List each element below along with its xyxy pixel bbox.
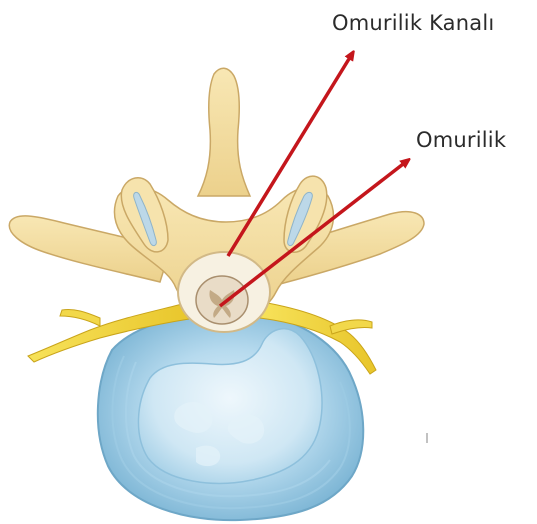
nerve-root-right-branch	[330, 320, 372, 334]
spinous-process	[198, 68, 250, 196]
label-spinal-cord: Omurilik	[416, 130, 506, 151]
label-spinal-canal: Omurilik Kanalı	[332, 13, 494, 34]
spinal-canal	[178, 252, 270, 332]
intervertebral-disc	[98, 312, 363, 520]
nerve-root-left-branch	[60, 309, 100, 326]
